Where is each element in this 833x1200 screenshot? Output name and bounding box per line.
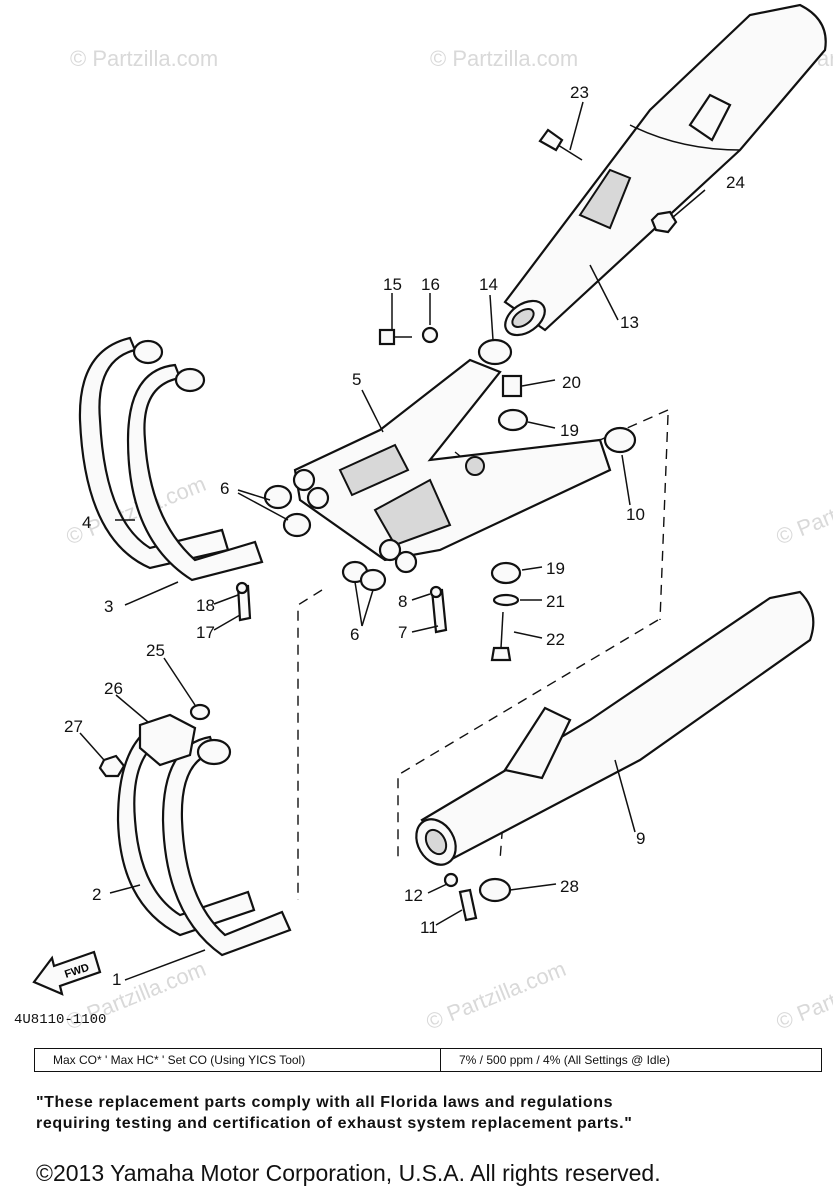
gasket-10: [603, 426, 637, 454]
callout-23: 23: [570, 83, 589, 102]
bolt-23: [538, 128, 583, 161]
callout-6: 6: [220, 479, 229, 498]
callout-9: 9: [636, 829, 645, 848]
callout-19: 19: [560, 421, 579, 440]
leader-lines: [79, 101, 706, 981]
gasket-6: [282, 512, 312, 538]
callout-18: 18: [196, 596, 215, 615]
callout-13: 13: [620, 313, 639, 332]
gasket-6: [263, 484, 293, 510]
callout-14: 14: [479, 275, 498, 294]
callout-26: 26: [104, 679, 123, 698]
callout-1: 1: [112, 970, 121, 989]
exhaust-pipe-3: [126, 363, 264, 582]
callout-4: 4: [82, 513, 91, 532]
watermark: © Partzilla.com: [70, 46, 218, 71]
callout-12: 12: [404, 886, 423, 905]
watermark: © Partzilla.com: [423, 956, 570, 1035]
collar-20: [501, 374, 523, 398]
watermark: © Partzilla.com: [773, 956, 833, 1035]
nut-24: [650, 210, 678, 234]
spec-table-left: Max CO* ' Max HC* ' Set CO (Using YICS T…: [35, 1049, 441, 1071]
bolt-15: [378, 328, 412, 346]
lower-muffler: [415, 590, 815, 866]
flange-26: [138, 713, 197, 767]
callout-5: 5: [352, 370, 361, 389]
callout-20: 20: [562, 373, 581, 392]
exhaust-pipe-1: [161, 735, 292, 957]
callout-10: 10: [626, 505, 645, 524]
exhaust-pipe-2: [116, 723, 256, 937]
callout-11: 11: [420, 918, 438, 937]
nut-27: [98, 754, 126, 778]
callout-16: 16: [421, 275, 440, 294]
collector-chamber: [292, 358, 612, 574]
forward-arrow: FWD: [32, 950, 102, 996]
washer-12: [443, 872, 459, 888]
washer-18: [235, 581, 249, 595]
washer-21: [492, 593, 520, 607]
upper-muffler: [503, 3, 827, 337]
gasket-6: [359, 568, 387, 592]
figure-code: 4U8110-1100: [14, 1012, 107, 1028]
bolt-22: [490, 611, 512, 662]
emissions-spec-table: Max CO* ' Max HC* ' Set CO (Using YICS T…: [34, 1048, 822, 1072]
callout-8: 8: [398, 592, 407, 611]
callouts: 23 24 13 15 16 14 5 20 19 6 10 4 3 18 17…: [64, 83, 745, 989]
callout-19: 19: [546, 559, 565, 578]
callout-27: 27: [64, 717, 83, 736]
callout-2: 2: [92, 885, 101, 904]
callout-25: 25: [146, 641, 165, 660]
exhaust-pipe-4: [78, 336, 230, 570]
stud-25: [189, 703, 211, 721]
grommet-19-upper: [497, 408, 529, 432]
callout-15: 15: [383, 275, 402, 294]
callout-17: 17: [196, 623, 215, 642]
callout-3: 3: [104, 597, 113, 616]
bolt-11: [458, 888, 478, 922]
callout-6: 6: [350, 625, 359, 644]
callout-28: 28: [560, 877, 579, 896]
washer-8: [429, 585, 443, 599]
copyright-notice: ©2013 Yamaha Motor Corporation, U.S.A. A…: [36, 1160, 661, 1186]
callout-21: 21: [546, 592, 565, 611]
grommet-19-lower: [490, 561, 522, 585]
spec-table-right: 7% / 500 ppm / 4% (All Settings @ Idle): [459, 1053, 670, 1067]
exhaust-parts-diagram: © Partzilla.com © Partzilla.com © Partzi…: [32, 3, 833, 1035]
grommet-28: [478, 877, 512, 903]
watermark: © Partzilla.com: [773, 471, 833, 550]
callout-22: 22: [546, 630, 565, 649]
callout-24: 24: [726, 173, 745, 192]
washer-16: [421, 326, 439, 344]
assembly-lines: [297, 409, 669, 900]
callout-7: 7: [398, 623, 407, 642]
watermark: © Partzilla.com: [430, 46, 578, 71]
gasket-14: [477, 338, 513, 366]
compliance-note: "These replacement parts comply with all…: [36, 1094, 633, 1132]
